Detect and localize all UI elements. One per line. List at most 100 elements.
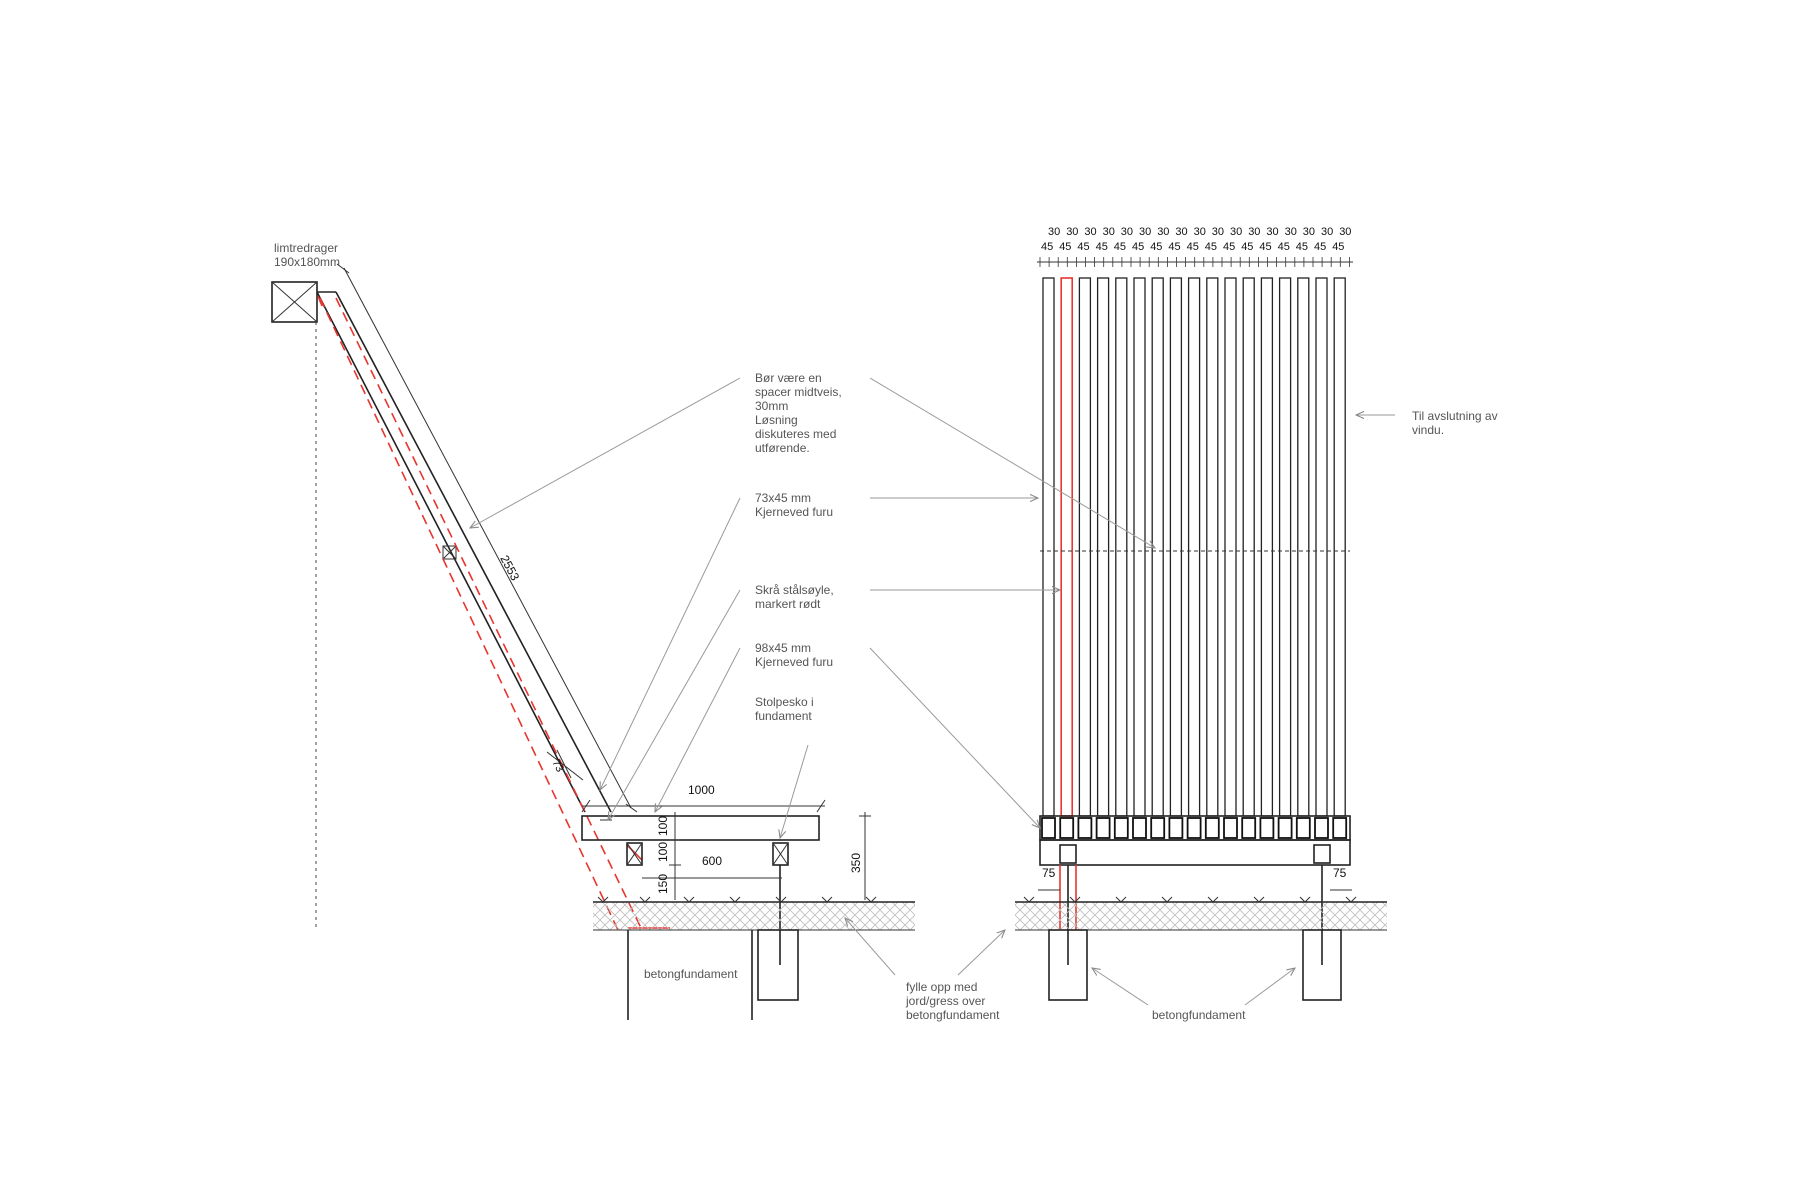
slat-base-block: [1295, 817, 1311, 839]
slat: [1333, 277, 1346, 817]
dimension-350-text: 350: [849, 853, 863, 873]
slat-base-block: [1113, 817, 1129, 839]
slat: [1042, 277, 1055, 817]
dimension-600-text: 600: [702, 854, 722, 868]
leader-lines: [470, 377, 1395, 1006]
spacing-label-45: 45: [1059, 241, 1071, 253]
foundation-right-label: betongfundament: [1152, 1008, 1246, 1022]
post-shoe-note: Stolpesko i fundament: [755, 695, 817, 723]
dimension-350: 350: [849, 812, 871, 900]
fill-note: fylle opp med jord/gress over betongfund…: [905, 980, 1000, 1022]
section-view: 2553 73 1000: [271, 263, 915, 1020]
dimension-100-a-text: 100: [656, 816, 670, 836]
spacing-label-30: 30: [1339, 226, 1351, 238]
steel-column-marked-red: [317, 295, 670, 931]
glulam-beam-section: [271, 281, 318, 323]
slat: [1260, 277, 1274, 817]
spacing-label-30: 30: [1103, 226, 1115, 238]
member-98-note: 98x45 mm Kjerneved furu: [755, 641, 833, 669]
spacing-label-45: 45: [1187, 241, 1199, 253]
foundation-left: [627, 929, 799, 1020]
slat-base-block: [1277, 817, 1293, 839]
dimension-2553-text: 2553: [497, 553, 522, 583]
slat: [1096, 277, 1110, 817]
dimension-75-right: 75: [1330, 866, 1352, 891]
slat-base-block: [1150, 817, 1166, 839]
spacing-label-45: 45: [1296, 241, 1308, 253]
dimension-75-right-text: 75: [1333, 866, 1347, 880]
dimension-100-b-text: 100: [656, 842, 670, 862]
beam-label: limtredrager 190x180mm: [274, 241, 341, 269]
slat-base-block: [1186, 817, 1202, 839]
spacing-label-45: 45: [1314, 241, 1326, 253]
slat-base-block: [1204, 817, 1220, 839]
slat: [1278, 277, 1292, 817]
spacing-label-45: 45: [1132, 241, 1144, 253]
spacing-label-45: 45: [1223, 241, 1235, 253]
slat: [1297, 277, 1310, 817]
dimension-73: 73: [546, 749, 584, 781]
slat: [1224, 277, 1237, 817]
spacing-label-30: 30: [1048, 226, 1060, 238]
dimension-75-left: 75: [1038, 866, 1060, 891]
slat-base-block: [1241, 817, 1257, 839]
slat: [1315, 277, 1328, 817]
slat-base-block: [1168, 817, 1184, 839]
diagonal-member: [316, 291, 612, 813]
slat-base-block: [1077, 817, 1093, 839]
dimension-73-text: 73: [549, 758, 565, 774]
dimension-2553: 2553: [336, 263, 638, 813]
slat-base-block: [1132, 817, 1147, 839]
spacing-label-45: 45: [1168, 241, 1180, 253]
slat-group: [1041, 277, 1348, 839]
spacing-label-30: 30: [1248, 226, 1260, 238]
slat: [1133, 277, 1146, 817]
slat: [1078, 277, 1092, 817]
slat-base-block: [1041, 817, 1056, 839]
slat-base-block: [1059, 817, 1075, 839]
slat: [1115, 277, 1128, 817]
slat-base-block: [1259, 817, 1275, 839]
spacing-label-30: 30: [1266, 226, 1278, 238]
window-note: Til avslutning av vindu.: [1412, 409, 1501, 437]
spacing-label-30: 30: [1084, 226, 1096, 238]
spacing-label-45: 45: [1241, 241, 1253, 253]
slat: [1187, 277, 1201, 817]
slat-base-block: [1095, 817, 1111, 839]
spacer-note: Bør være en spacer midtveis, 30mm Løsnin…: [755, 371, 845, 455]
slat: [1169, 277, 1183, 817]
slat: [1206, 277, 1219, 817]
spacing-label-30: 30: [1139, 226, 1151, 238]
spacing-label-45: 45: [1150, 241, 1162, 253]
spacing-label-45: 45: [1259, 241, 1271, 253]
spacing-label-30: 30: [1303, 226, 1315, 238]
spacing-label-45: 45: [1205, 241, 1217, 253]
dimension-1000-text: 1000: [688, 783, 715, 797]
foundation-left-label: betongfundament: [644, 967, 738, 981]
ground-right: [1015, 896, 1387, 931]
spacing-label-30: 30: [1157, 226, 1169, 238]
ground-left: [593, 896, 915, 931]
spacing-label-30: 30: [1121, 226, 1133, 238]
dimension-1000: 1000: [581, 783, 826, 813]
spacing-label-30: 30: [1321, 226, 1333, 238]
spacing-label-30: 30: [1285, 226, 1297, 238]
slat: [1242, 277, 1255, 817]
dimension-75-left-text: 75: [1042, 866, 1056, 880]
spacing-label-45: 45: [1114, 241, 1126, 253]
foundation-right: [1048, 929, 1342, 1001]
spacing-label-30: 30: [1194, 226, 1206, 238]
post-left: [626, 842, 643, 866]
spacing-label-30: 30: [1175, 226, 1187, 238]
spacing-label-30: 30: [1230, 226, 1242, 238]
bottom-beam: [1039, 815, 1351, 866]
dimension-600: 600: [642, 854, 782, 879]
spacing-label-45: 45: [1077, 241, 1089, 253]
slat-base-block: [1223, 817, 1238, 839]
spacing-label-45: 45: [1332, 241, 1344, 253]
dimension-150-text: 150: [656, 874, 670, 894]
spacing-label-45: 45: [1096, 241, 1108, 253]
vertical-dimensions: 100 100 150: [656, 812, 681, 900]
